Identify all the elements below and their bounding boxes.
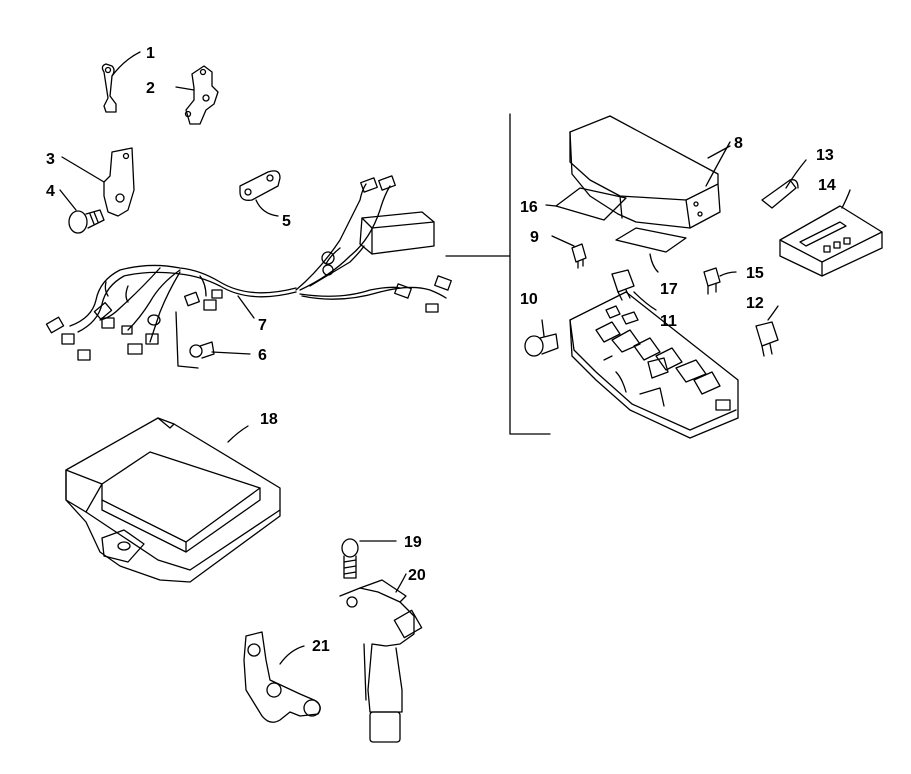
part-19-bolt (342, 539, 396, 578)
callout-2: 2 (146, 80, 155, 97)
part-9-fuse (552, 236, 586, 268)
part-17-label-sheet (616, 228, 686, 272)
part-2-bracket (176, 66, 218, 124)
callout-3: 3 (46, 151, 55, 168)
part-16-label-sheet (546, 188, 626, 220)
part-3-mounting-bracket (62, 148, 134, 216)
part-10-bolt (525, 320, 558, 356)
callout-1: 1 (146, 45, 155, 62)
callout-11: 11 (660, 313, 677, 330)
callout-5: 5 (282, 213, 291, 230)
callout-labels: 1 2 3 4 5 6 7 8 9 10 11 12 13 14 15 16 1… (46, 45, 836, 655)
callout-14: 14 (818, 177, 836, 194)
part-1-bracket (102, 52, 140, 112)
part-6-bolt (176, 312, 250, 368)
callout-8: 8 (734, 135, 743, 152)
leader-8 (707, 145, 731, 159)
callout-21: 21 (312, 638, 330, 655)
part-4-bolt (60, 190, 104, 233)
part-8-fuse-box-cover (570, 116, 730, 228)
part-21-sensor (244, 632, 320, 722)
part-12-relay (756, 306, 778, 356)
callout-4: 4 (46, 183, 55, 200)
part-7-wiring-harness (46, 176, 451, 360)
callout-6: 6 (258, 347, 267, 364)
part-14-spare-fuse-pack (780, 190, 882, 276)
part-15-small-relay (704, 268, 736, 294)
part-11-relay (612, 270, 656, 310)
part-20-ignition-coil (340, 574, 422, 742)
callout-15: 15 (746, 265, 764, 282)
part-13-fuse-puller (762, 160, 806, 208)
callout-17: 17 (660, 281, 678, 298)
callout-18: 18 (260, 411, 278, 428)
callout-12: 12 (746, 295, 764, 312)
callout-7: 7 (258, 317, 267, 334)
callout-10: 10 (520, 291, 538, 308)
part-5-clip (240, 171, 280, 216)
group-bracket-line (509, 113, 551, 435)
callout-13: 13 (816, 147, 834, 164)
callout-20: 20 (408, 567, 426, 584)
callout-16: 16 (520, 199, 538, 216)
fuse-box-body (570, 292, 738, 438)
callout-9: 9 (530, 229, 539, 246)
part-18-ecu-module (66, 418, 280, 582)
callout-19: 19 (404, 534, 422, 551)
